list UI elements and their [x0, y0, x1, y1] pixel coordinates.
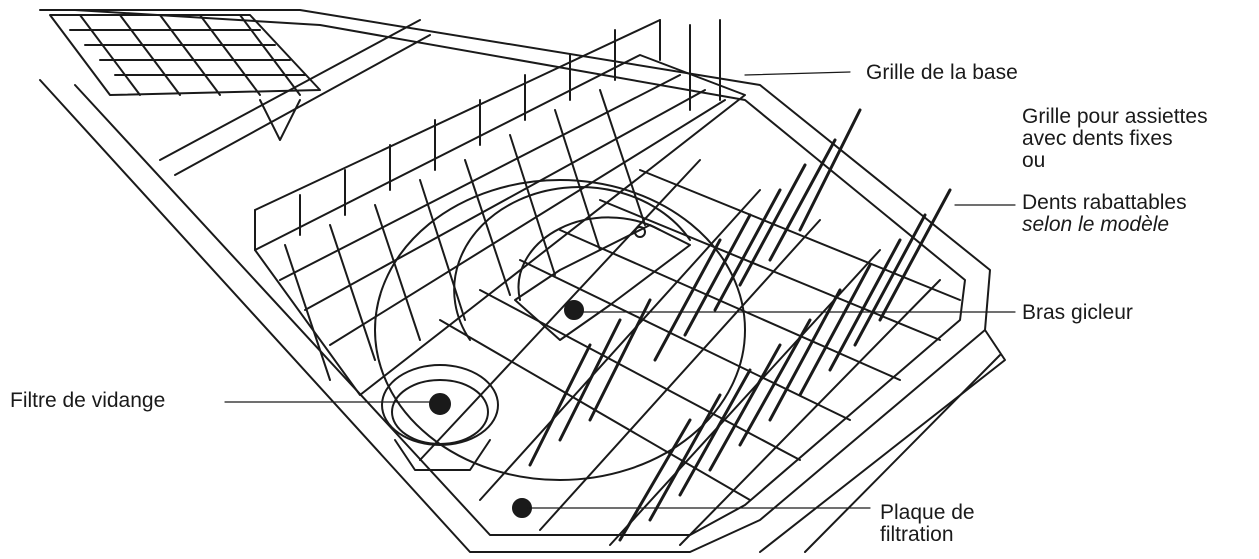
upper-basket [49, 14, 431, 176]
label-dents-rabattables: Dents rabattables selon le modèle [1022, 192, 1187, 236]
label-plaque-filtration: Plaque de filtration [880, 502, 975, 546]
label-dents-rabattables-line1: Dents rabattables [1022, 191, 1187, 214]
plate-tines [528, 108, 952, 542]
label-plaque-line2: filtration [880, 523, 954, 546]
label-grille-assiettes-line2: avec dents fixes [1022, 127, 1173, 150]
spray-arm-shape [514, 224, 691, 341]
label-grille-assiettes: Grille pour assiettes avec dents fixes o… [1022, 106, 1208, 172]
label-filtre-vidange: Filtre de vidange [10, 389, 166, 412]
label-grille-assiettes-line1: Grille pour assiettes [1022, 105, 1208, 128]
label-grille-base: Grille de la base [866, 61, 1018, 84]
label-selon-modele: selon le modèle [1022, 213, 1170, 236]
label-plaque-line1: Plaque de [880, 501, 975, 524]
lower-rack [419, 159, 961, 546]
tub-outline [39, 9, 1006, 553]
spray-zone [374, 179, 746, 481]
label-grille-assiettes-line3: ou [1022, 149, 1046, 172]
leader-lines [224, 71, 1016, 509]
cutlery-basket [254, 19, 746, 396]
label-bras-gicleur: Bras gicleur [1022, 301, 1133, 324]
drain-filter [381, 364, 499, 471]
leader-grille-base [744, 71, 851, 76]
